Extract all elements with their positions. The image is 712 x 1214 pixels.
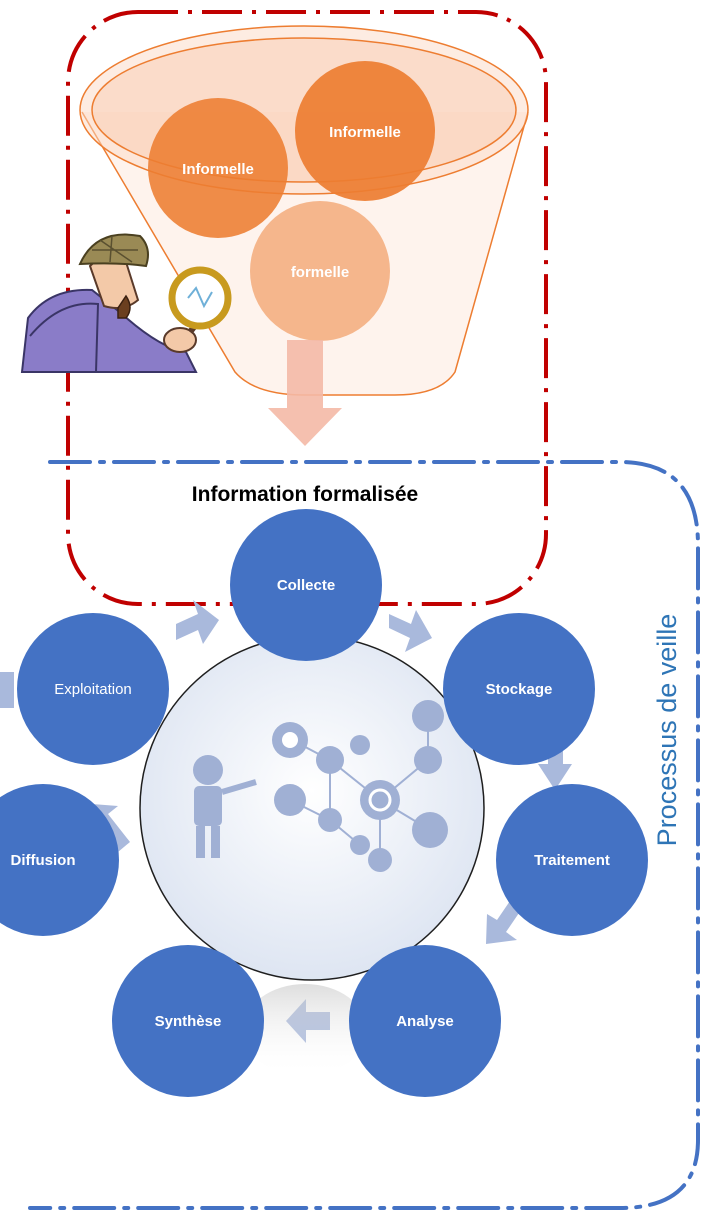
process-frame <box>28 460 700 1210</box>
arrow-exploitation-collecte <box>176 600 219 644</box>
arrow-stockage-traitement <box>538 738 572 790</box>
step-label: Stockage <box>486 681 553 698</box>
center-illustration <box>139 635 485 981</box>
bubble-label: formelle <box>291 264 349 281</box>
arrow-offscreen-left <box>0 672 14 708</box>
step-traitement: Traitement <box>496 784 648 936</box>
step-label: Synthèse <box>155 1013 222 1030</box>
step-analyse: Analyse <box>349 945 501 1097</box>
step-exploitation: Exploitation <box>17 613 169 765</box>
person-with-network-icons <box>193 700 448 872</box>
funnel-bubble-informelle-left: Informelle <box>148 98 288 238</box>
step-diffusion: Diffusion <box>0 784 119 936</box>
funnel-bubble-informelle-right: Informelle <box>295 61 435 201</box>
step-synthese: Synthèse <box>112 945 264 1097</box>
detective-icon <box>20 233 232 373</box>
step-label: Analyse <box>396 1013 454 1030</box>
arrow-traitement-analyse <box>486 898 521 944</box>
funnel-output-arrow <box>268 340 342 446</box>
step-label: Exploitation <box>54 681 132 698</box>
bubble-label: Informelle <box>329 124 401 141</box>
process-side-label: Processus de veille <box>652 614 682 847</box>
step-stockage: Stockage <box>443 613 595 765</box>
bubble-label: Informelle <box>182 161 254 178</box>
output-label: Information formalisée <box>192 483 418 506</box>
funnel-bubble-formelle: formelle <box>250 201 390 341</box>
step-label: Traitement <box>534 852 610 869</box>
step-collecte: Collecte <box>230 509 382 661</box>
step-label: Collecte <box>277 577 335 594</box>
arrow-collecte-stockage <box>389 610 432 652</box>
step-label: Diffusion <box>11 852 76 869</box>
